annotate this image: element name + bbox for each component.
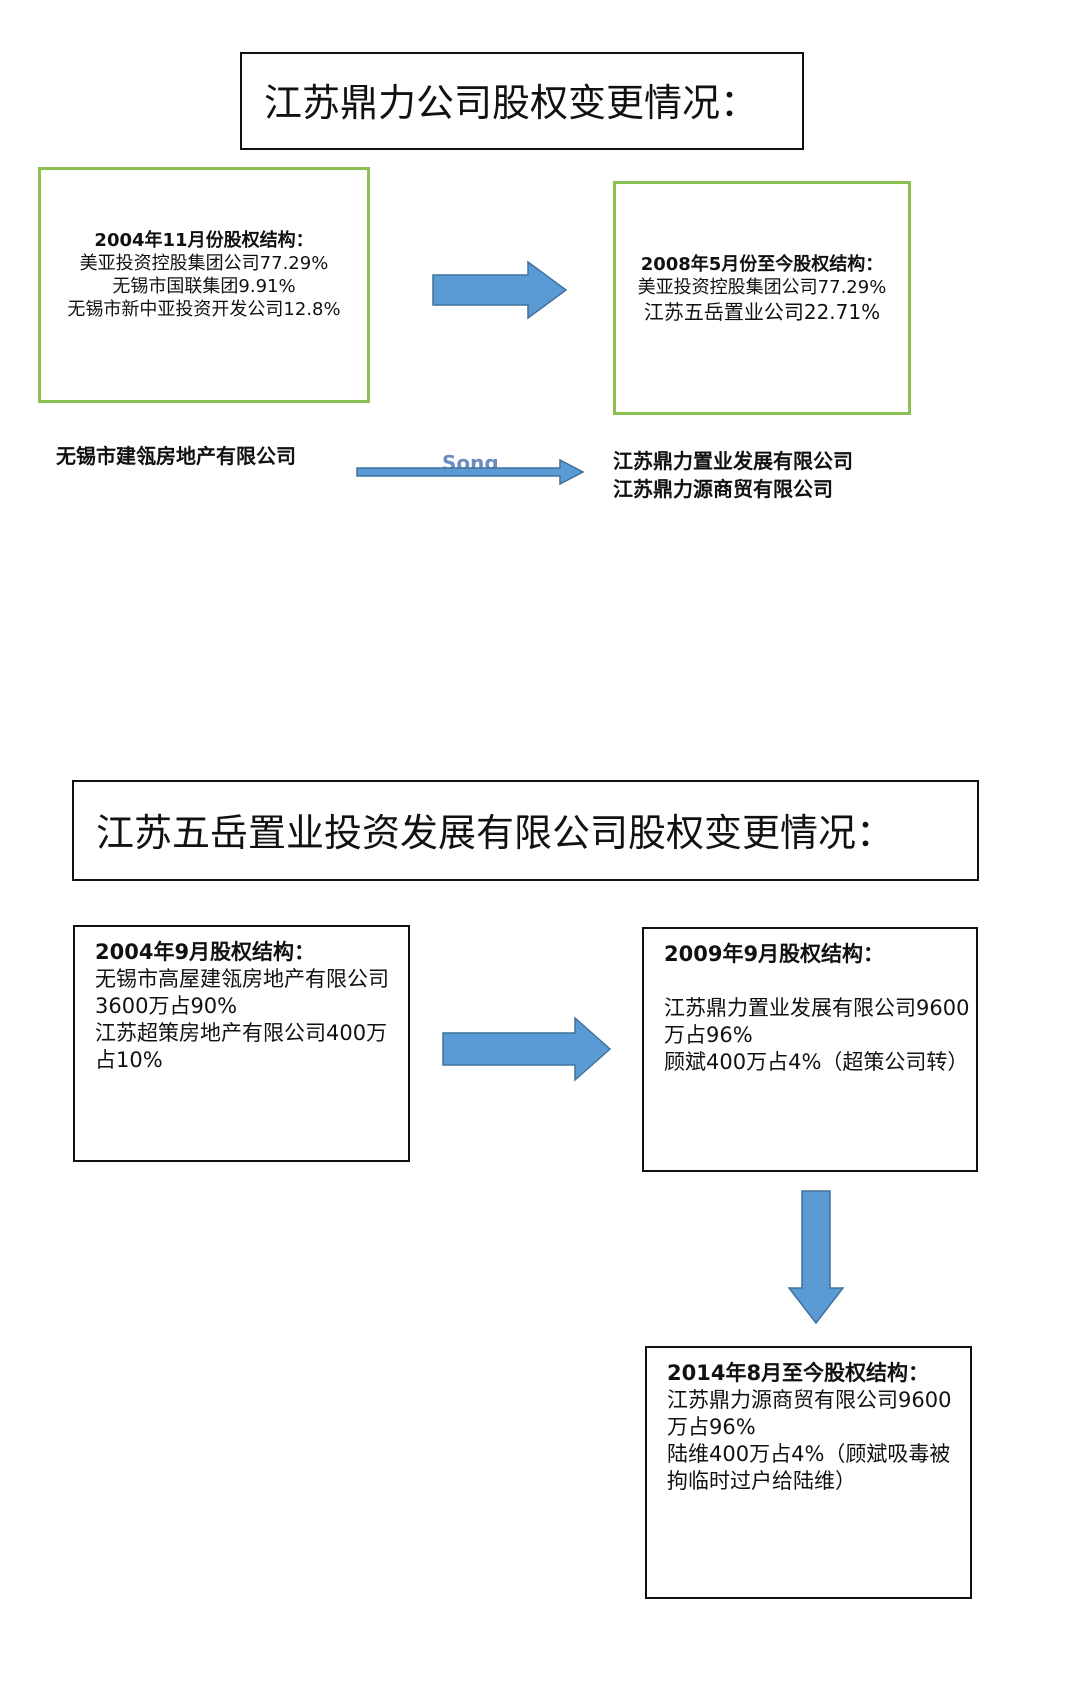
- section1-title-box: 江苏鼎力公司股权变更情况：: [240, 52, 804, 150]
- structure-2009-09-line: 顾斌400万占4%（超策公司转）: [664, 1050, 969, 1074]
- structure-2004-11-box: 2004年11月份股权结构： 美亚投资控股集团公司77.29% 无锡市国联集团9…: [38, 167, 370, 403]
- structure-2014-08-box: 2014年8月至今股权结构： 江苏鼎力源商贸有限公司9600 万占96% 陆维4…: [645, 1346, 972, 1599]
- thin-right-arrow-icon: [356, 458, 585, 486]
- structure-2004-09-line: 3600万占90%: [95, 994, 238, 1018]
- structure-2004-11-line: 美亚投资控股集团公司77.29%: [79, 253, 329, 274]
- structure-2009-09-box: 2009年9月股权结构： 江苏鼎力置业发展有限公司9600 万占96% 顾斌40…: [642, 927, 978, 1172]
- structure-2004-09-heading: 2004年9月股权结构：: [95, 940, 316, 964]
- structure-2014-08-line: 拘临时过户给陆维）: [667, 1469, 856, 1493]
- structure-2014-08-line: 万占96%: [667, 1415, 756, 1439]
- structure-2014-08-heading: 2014年8月至今股权结构：: [667, 1361, 930, 1385]
- to-company-label: 江苏鼎力源商贸有限公司: [613, 477, 833, 501]
- structure-2004-09-line: 江苏超策房地产有限公司400万: [95, 1021, 388, 1045]
- from-company-label: 无锡市建瓴房地产有限公司: [56, 444, 296, 468]
- structure-2004-09-line: 无锡市高屋建瓴房地产有限公司: [95, 967, 389, 991]
- structure-2009-09-heading: 2009年9月股权结构：: [664, 942, 885, 966]
- structure-2004-11-line: 无锡市新中亚投资开发公司12.8%: [67, 299, 341, 320]
- structure-2014-08-line: 陆维400万占4%（顾斌吸毒被: [667, 1442, 951, 1466]
- structure-2009-09-line: 江苏鼎力置业发展有限公司9600: [664, 996, 970, 1020]
- structure-2008-05-line: 美亚投资控股集团公司77.29%: [637, 277, 887, 298]
- section2-title-box: 江苏五岳置业投资发展有限公司股权变更情况：: [72, 780, 979, 881]
- section1-title: 江苏鼎力公司股权变更情况：: [264, 81, 759, 125]
- structure-2009-09-line: 万占96%: [664, 1023, 753, 1047]
- down-arrow-icon: [787, 1190, 845, 1325]
- structure-2004-11-line: 无锡市国联集团9.91%: [112, 276, 296, 297]
- right-arrow-icon: [442, 1016, 612, 1082]
- structure-2004-09-line: 占10%: [95, 1048, 163, 1072]
- section2-title: 江苏五岳置业投资发展有限公司股权变更情况：: [96, 811, 895, 855]
- structure-2008-05-line: 江苏五岳置业公司22.71%: [643, 300, 881, 324]
- structure-2014-08-line: 江苏鼎力源商贸有限公司9600: [667, 1388, 952, 1412]
- structure-2004-11-heading: 2004年11月份股权结构：: [94, 230, 314, 251]
- structure-2008-05-heading: 2008年5月份至今股权结构：: [640, 254, 884, 275]
- right-arrow-icon: [432, 260, 568, 320]
- structure-2008-05-box: 2008年5月份至今股权结构： 美亚投资控股集团公司77.29% 江苏五岳置业公…: [613, 181, 911, 415]
- structure-2004-09-box: 2004年9月股权结构： 无锡市高屋建瓴房地产有限公司 3600万占90% 江苏…: [73, 925, 410, 1162]
- to-company-label: 江苏鼎力置业发展有限公司: [613, 449, 853, 473]
